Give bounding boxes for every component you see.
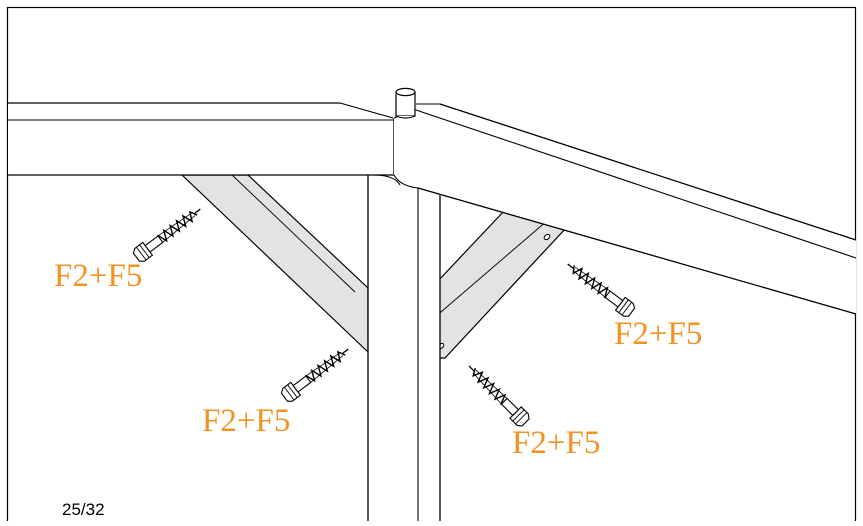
lag-screw-icon (462, 359, 532, 429)
lag-screw-icon (562, 256, 638, 320)
page-number: 25/32 (62, 500, 105, 519)
callout-label: F2+F5 (202, 403, 291, 439)
callout-label: F2+F5 (54, 258, 143, 294)
callout-label: F2+F5 (512, 425, 601, 461)
sloped-rafter (393, 103, 857, 315)
right-diagonal-brace (419, 209, 568, 359)
lag-screw-icon (278, 341, 354, 405)
lag-screw-icon (130, 201, 206, 265)
callout-label: F2+F5 (614, 316, 703, 352)
vertical-post (367, 174, 441, 525)
horizontal-beam (8, 102, 395, 176)
frame-cap-icon (395, 87, 416, 119)
left-diagonal-brace (180, 174, 369, 354)
